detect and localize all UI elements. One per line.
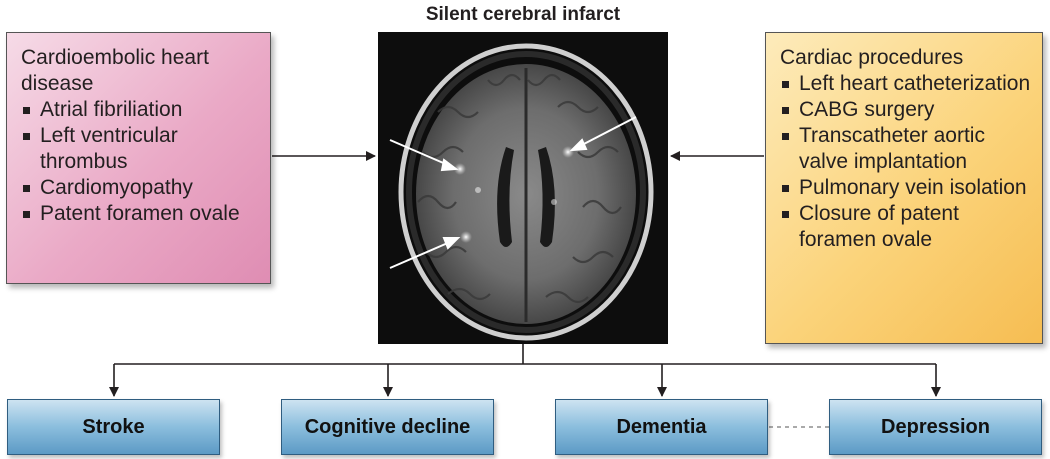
- cardioembolic-heart-disease-box: Cardioembolic heart disease Atrial fibri…: [6, 32, 271, 284]
- list-item: Pulmonary vein isolation: [780, 175, 1032, 201]
- list-item: Left heart catheterization: [780, 71, 1032, 97]
- cardiac-procedures-box: Cardiac procedures Left heart catheteriz…: [765, 32, 1043, 344]
- list-item: Cardiomyopathy: [21, 175, 260, 201]
- list-item: Left ventricular thrombus: [21, 123, 260, 175]
- mri-title: Silent cerebral infarct: [425, 4, 621, 25]
- list-item: Patent foramen ovale: [21, 201, 260, 227]
- right-box-list: Left heart catheterization CABG surgery …: [780, 71, 1032, 253]
- list-item: Closure of patent foramen ovale: [780, 201, 1032, 253]
- right-box-title: Cardiac procedures: [780, 46, 964, 69]
- list-item: Atrial fibriliation: [21, 97, 260, 123]
- outcome-stroke: Stroke: [7, 399, 220, 455]
- left-box-list: Atrial fibriliation Left ventricular thr…: [21, 97, 260, 227]
- left-box-title: Cardioembolic heart disease: [21, 46, 209, 95]
- outcome-dementia: Dementia: [555, 399, 768, 455]
- list-item: CABG surgery: [780, 97, 1032, 123]
- brain-mri-image: [378, 32, 668, 344]
- brain-mri-drawing: [378, 32, 668, 344]
- list-item: Transcatheter aortic valve implantation: [780, 123, 1032, 175]
- outcome-cognitive-decline: Cognitive decline: [281, 399, 494, 455]
- outcome-depression: Depression: [829, 399, 1042, 455]
